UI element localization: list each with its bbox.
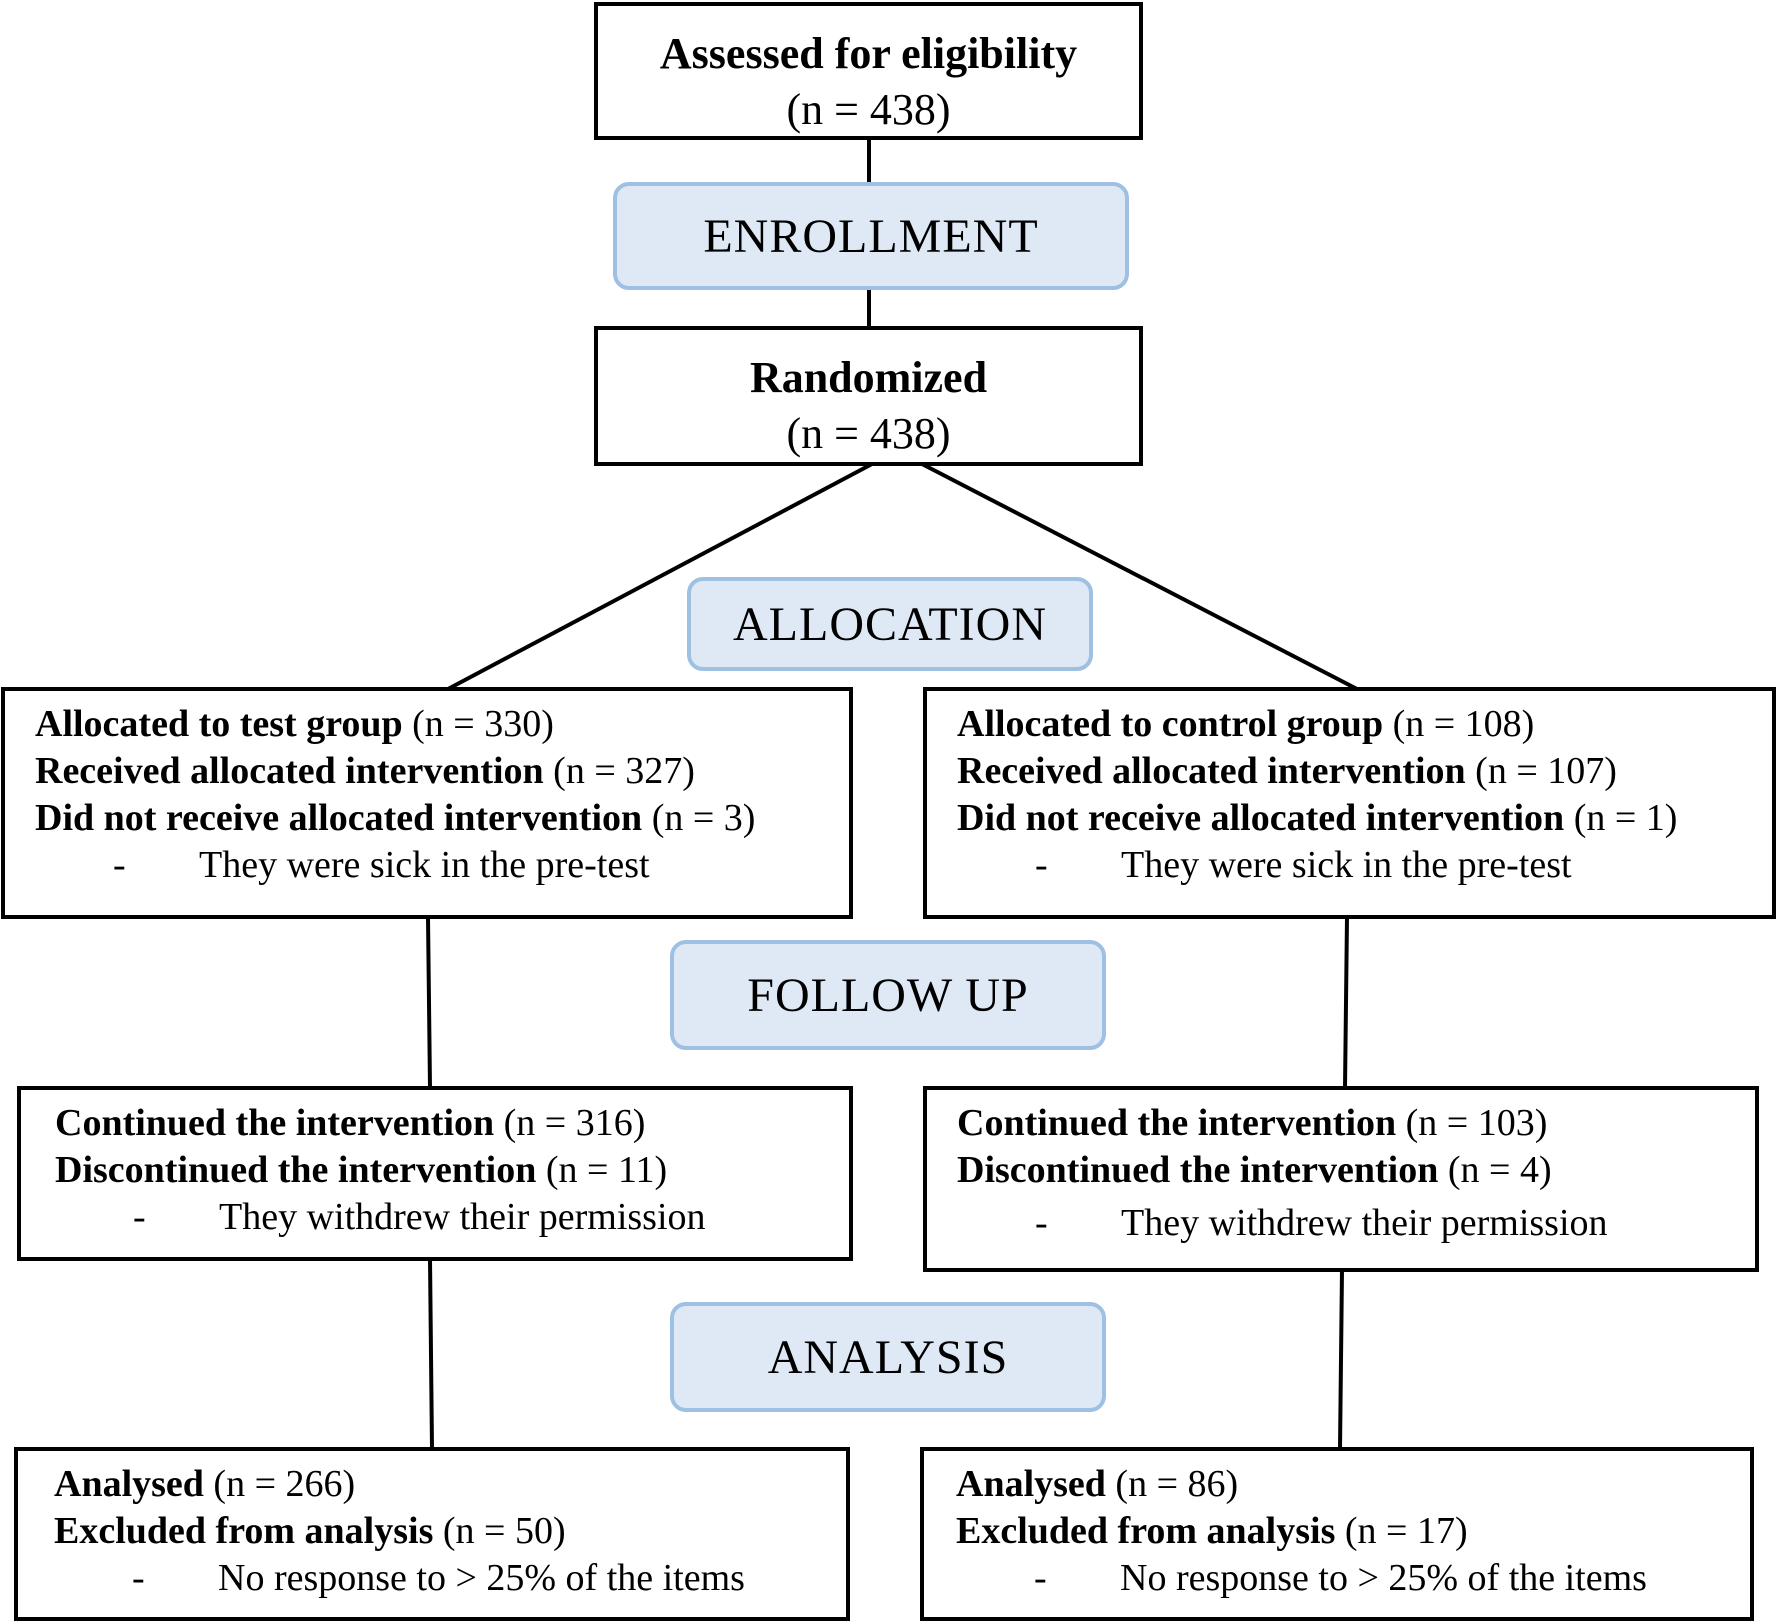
analysis-control-line: Analysed (n = 86) — [956, 1463, 1239, 1505]
assessed-count: (n = 438) — [786, 85, 951, 134]
analysis-test-line: Analysed (n = 266) — [54, 1463, 356, 1505]
stage-analysis: ANALYSIS — [670, 1302, 1106, 1412]
randomized-box: Randomized (n = 438) — [594, 326, 1143, 466]
connector-test-allocation-followup — [426, 916, 432, 1089]
allocation-test-reason: -They were sick in the pre-test — [113, 844, 650, 886]
stage-allocation-label: ALLOCATION — [733, 597, 1047, 651]
stage-enrollment: ENROLLMENT — [613, 182, 1129, 290]
connector-control-followup-analysis — [1338, 1269, 1344, 1450]
allocation-control-line: Received allocated intervention (n = 107… — [957, 750, 1617, 792]
followup-test-line: Discontinued the intervention (n = 11) — [55, 1149, 668, 1191]
stage-allocation: ALLOCATION — [687, 577, 1093, 671]
allocation-control-reason: -They were sick in the pre-test — [1035, 844, 1572, 886]
followup-test-box: Continued the intervention (n = 316) Dis… — [17, 1086, 853, 1261]
stage-analysis-label: ANALYSIS — [767, 1330, 1009, 1384]
analysis-test-reason: -No response to > 25% of the items — [132, 1557, 745, 1599]
connector-test-followup-analysis — [428, 1258, 434, 1450]
allocation-control-box: Allocated to control group (n = 108) Rec… — [923, 687, 1776, 919]
connector-control-allocation-followup — [1343, 916, 1349, 1089]
connector-randomized-control — [921, 462, 1358, 691]
followup-control-line: Continued the intervention (n = 103) — [957, 1102, 1548, 1144]
followup-test-line: Continued the intervention (n = 316) — [55, 1102, 646, 1144]
randomized-count: (n = 438) — [786, 409, 951, 458]
stage-enrollment-label: ENROLLMENT — [703, 209, 1039, 263]
assessed-title: Assessed for eligibility — [659, 29, 1078, 78]
followup-test-reason: -They withdrew their permission — [133, 1196, 706, 1238]
followup-control-reason: -They withdrew their permission — [1035, 1202, 1608, 1244]
allocation-test-box: Allocated to test group (n = 330) Receiv… — [1, 687, 853, 919]
stage-follow-up-label: FOLLOW UP — [747, 968, 1029, 1022]
allocation-test-line: Did not receive allocated intervention (… — [35, 797, 756, 839]
stage-follow-up: FOLLOW UP — [670, 940, 1106, 1050]
assessed-box: Assessed for eligibility (n = 438) — [594, 2, 1143, 140]
randomized-title: Randomized — [749, 353, 988, 402]
analysis-test-box: Analysed (n = 266) Excluded from analysi… — [14, 1447, 850, 1621]
allocation-test-line: Received allocated intervention (n = 327… — [35, 750, 695, 792]
analysis-control-line: Excluded from analysis (n = 17) — [956, 1510, 1468, 1552]
analysis-control-reason: -No response to > 25% of the items — [1034, 1557, 1647, 1599]
followup-control-line: Discontinued the intervention (n = 4) — [957, 1149, 1552, 1191]
analysis-control-box: Analysed (n = 86) Excluded from analysis… — [920, 1447, 1754, 1621]
connector-randomized-test — [447, 462, 873, 691]
allocation-control-line: Did not receive allocated intervention (… — [957, 797, 1678, 839]
analysis-test-line: Excluded from analysis (n = 50) — [54, 1510, 566, 1552]
followup-control-box: Continued the intervention (n = 103) Dis… — [923, 1086, 1759, 1272]
allocation-test-line: Allocated to test group (n = 330) — [35, 703, 554, 745]
allocation-control-line: Allocated to control group (n = 108) — [957, 703, 1535, 745]
